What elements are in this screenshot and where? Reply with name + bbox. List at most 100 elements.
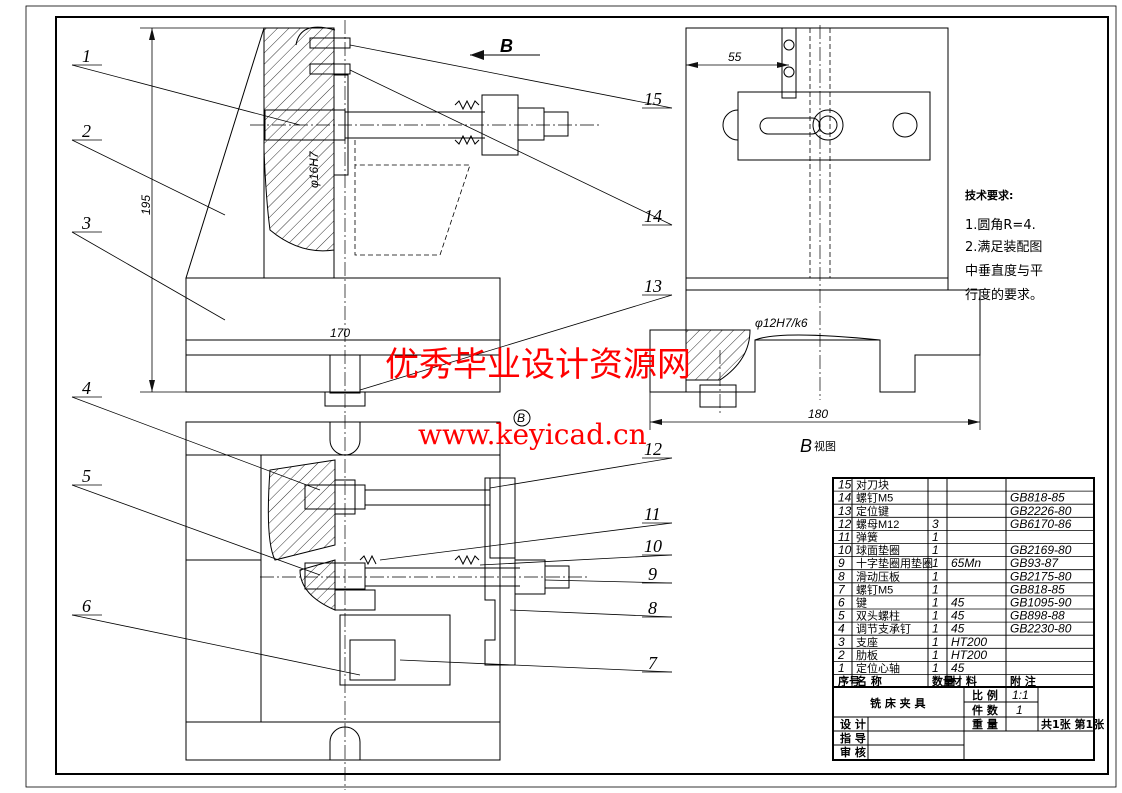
bom-cell-name: 螺钉M5 xyxy=(856,492,893,505)
svg-text:视图: 视图 xyxy=(814,439,836,453)
dim-195-text: 195 xyxy=(139,195,153,215)
svg-text:比 例: 比 例 xyxy=(972,688,998,702)
bom-cell-qty: 3 xyxy=(932,517,939,531)
bom-cell-name: 对刀块 xyxy=(856,478,889,492)
svg-text:1: 1 xyxy=(1016,703,1023,717)
front-view xyxy=(185,20,600,415)
bom-cell-std: GB818-85 xyxy=(1010,491,1065,505)
bom-header-std: 附 注 xyxy=(1010,674,1036,688)
svg-text:中垂直度与平: 中垂直度与平 xyxy=(965,263,1043,279)
bom-cell-no: 10 xyxy=(838,543,852,557)
bom-cell-no: 5 xyxy=(838,609,845,623)
callout-numbers: 1 2 3 4 5 6 7 8 9 10 11 12 13 14 15 xyxy=(81,46,662,673)
callout-15: 15 xyxy=(644,89,662,109)
bom-cell-std: GB6170-86 xyxy=(1010,517,1072,531)
bom-cell-no: 3 xyxy=(838,635,845,649)
bom-cell-qty: 1 xyxy=(932,543,939,557)
dim-180-text: 180 xyxy=(808,407,828,421)
svg-text:指 导: 指 导 xyxy=(840,731,866,745)
callout-9: 9 xyxy=(648,564,657,584)
bom-cell-material: 65Mn xyxy=(951,556,981,570)
svg-text:B: B xyxy=(800,436,812,456)
bom-cell-no: 2 xyxy=(837,648,845,662)
callout-14: 14 xyxy=(644,206,662,226)
bom-cell-qty: 1 xyxy=(932,530,939,544)
callout-12: 12 xyxy=(644,439,662,459)
bom-cell-no: 1 xyxy=(838,661,845,675)
bom-cell-name: 定位心轴 xyxy=(856,661,900,675)
svg-text:重 量: 重 量 xyxy=(972,717,998,731)
bom-cell-qty: 1 xyxy=(932,609,939,623)
bom-header-material: 材 料 xyxy=(951,674,977,688)
dim-195: 195 xyxy=(139,27,264,393)
bom-cell-name: 定位键 xyxy=(856,504,889,518)
outer-border xyxy=(25,5,1117,788)
bom-cell-std: GB1095-90 xyxy=(1010,596,1072,610)
bom-cell-no: 6 xyxy=(838,596,845,610)
bom-cell-name: 支座 xyxy=(856,635,878,649)
bom-cell-no: 14 xyxy=(838,491,852,505)
callout-13: 13 xyxy=(644,276,662,296)
bom-header-qty: 数量 xyxy=(932,674,954,688)
svg-text:1.圆角R=4.: 1.圆角R=4. xyxy=(965,218,1036,233)
svg-text:行度的要求。: 行度的要求。 xyxy=(965,287,1043,303)
bom-cell-std: GB93-87 xyxy=(1010,556,1059,570)
svg-text:共1张 第1张: 共1张 第1张 xyxy=(1041,717,1105,731)
inner-border xyxy=(55,16,1109,775)
bom-cell-qty: 1 xyxy=(932,635,939,649)
svg-text:1:1: 1:1 xyxy=(1012,688,1029,702)
bom-cell-material: HT200 xyxy=(951,648,987,662)
svg-text:优秀毕业设计资源网: 优秀毕业设计资源网 xyxy=(385,345,691,385)
callout-8: 8 xyxy=(648,598,657,618)
bom-cell-qty: 1 xyxy=(932,622,939,636)
bom-cell-name: 调节支承钉 xyxy=(856,623,911,636)
svg-text:设 计: 设 计 xyxy=(840,717,866,731)
bom-cell-qty: 1 xyxy=(932,569,939,583)
bom-cell-std: GB898-88 xyxy=(1010,609,1065,623)
svg-text:www.keyicad.cn: www.keyicad.cn xyxy=(418,418,647,451)
callout-11: 11 xyxy=(644,504,661,524)
section-mark: B xyxy=(513,409,531,427)
bom-cell-material: HT200 xyxy=(951,635,987,649)
leader-lines xyxy=(71,44,673,676)
bom-cell-name: 螺钉M5 xyxy=(856,583,893,596)
svg-text:2.满足装配图: 2.满足装配图 xyxy=(965,240,1042,255)
svg-text:审 核: 审 核 xyxy=(840,745,866,759)
bom-cell-name: 十字垫圈用垫圈 xyxy=(856,556,933,570)
bom-cell-no: 11 xyxy=(838,530,850,544)
bom-cell-name: 滑动压板 xyxy=(856,569,900,583)
svg-text:件 数: 件 数 xyxy=(972,703,999,717)
bom-cell-name: 球面垫圈 xyxy=(856,543,900,557)
callout-2: 2 xyxy=(82,121,91,141)
bom-cell-std: GB2175-80 xyxy=(1010,569,1072,583)
bom-cell-std: GB2226-80 xyxy=(1010,504,1072,518)
bom-cell-no: 8 xyxy=(838,569,845,583)
bom-cell-std: GB2169-80 xyxy=(1010,543,1072,557)
top-view xyxy=(185,415,590,790)
view-arrow-label: B xyxy=(500,36,513,56)
bom-cell-no: 15 xyxy=(838,478,852,492)
dim-170: 170 xyxy=(186,326,500,341)
bom-cell-name: 弹簧 xyxy=(856,530,878,544)
bom-cell-name: 双头螺柱 xyxy=(856,609,900,623)
dim-55: 55 xyxy=(686,50,789,68)
dim-180: 180 xyxy=(649,355,981,430)
bom-cell-no: 4 xyxy=(838,622,845,636)
dim-fit-hole: φ16H7 xyxy=(307,150,321,188)
bom-cell-no: 13 xyxy=(838,504,852,518)
bom-cell-qty: 1 xyxy=(932,648,939,662)
bom-cell-qty: 1 xyxy=(932,582,939,596)
callout-1: 1 xyxy=(82,46,91,66)
dim-55-text: 55 xyxy=(728,50,742,64)
bom-cell-name: 键 xyxy=(856,596,867,610)
side-view-b xyxy=(649,25,981,415)
callout-5: 5 xyxy=(82,466,91,486)
svg-text:B: B xyxy=(517,411,525,425)
dim-fit-pin: φ12H7/k6 xyxy=(755,316,808,330)
bom-cell-name: 肋板 xyxy=(856,648,878,662)
tech-requirements: 技术要求: 1.圆角R=4. 2.满足装配图 中垂直度与平 行度的要求。 xyxy=(965,188,1043,303)
bom-cell-qty: 1 xyxy=(932,556,939,570)
